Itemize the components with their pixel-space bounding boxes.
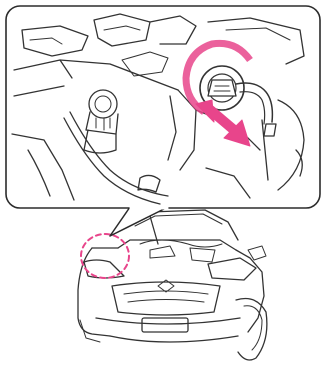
highlight-circle	[81, 234, 129, 278]
license-plate	[142, 318, 188, 332]
front-grille	[112, 282, 220, 315]
right-headlight	[208, 258, 256, 280]
right-wheel	[236, 299, 267, 361]
car-front-view	[78, 210, 267, 360]
detail-panel	[6, 6, 320, 208]
callout-pointer	[110, 207, 168, 236]
car-body-right	[236, 250, 264, 332]
